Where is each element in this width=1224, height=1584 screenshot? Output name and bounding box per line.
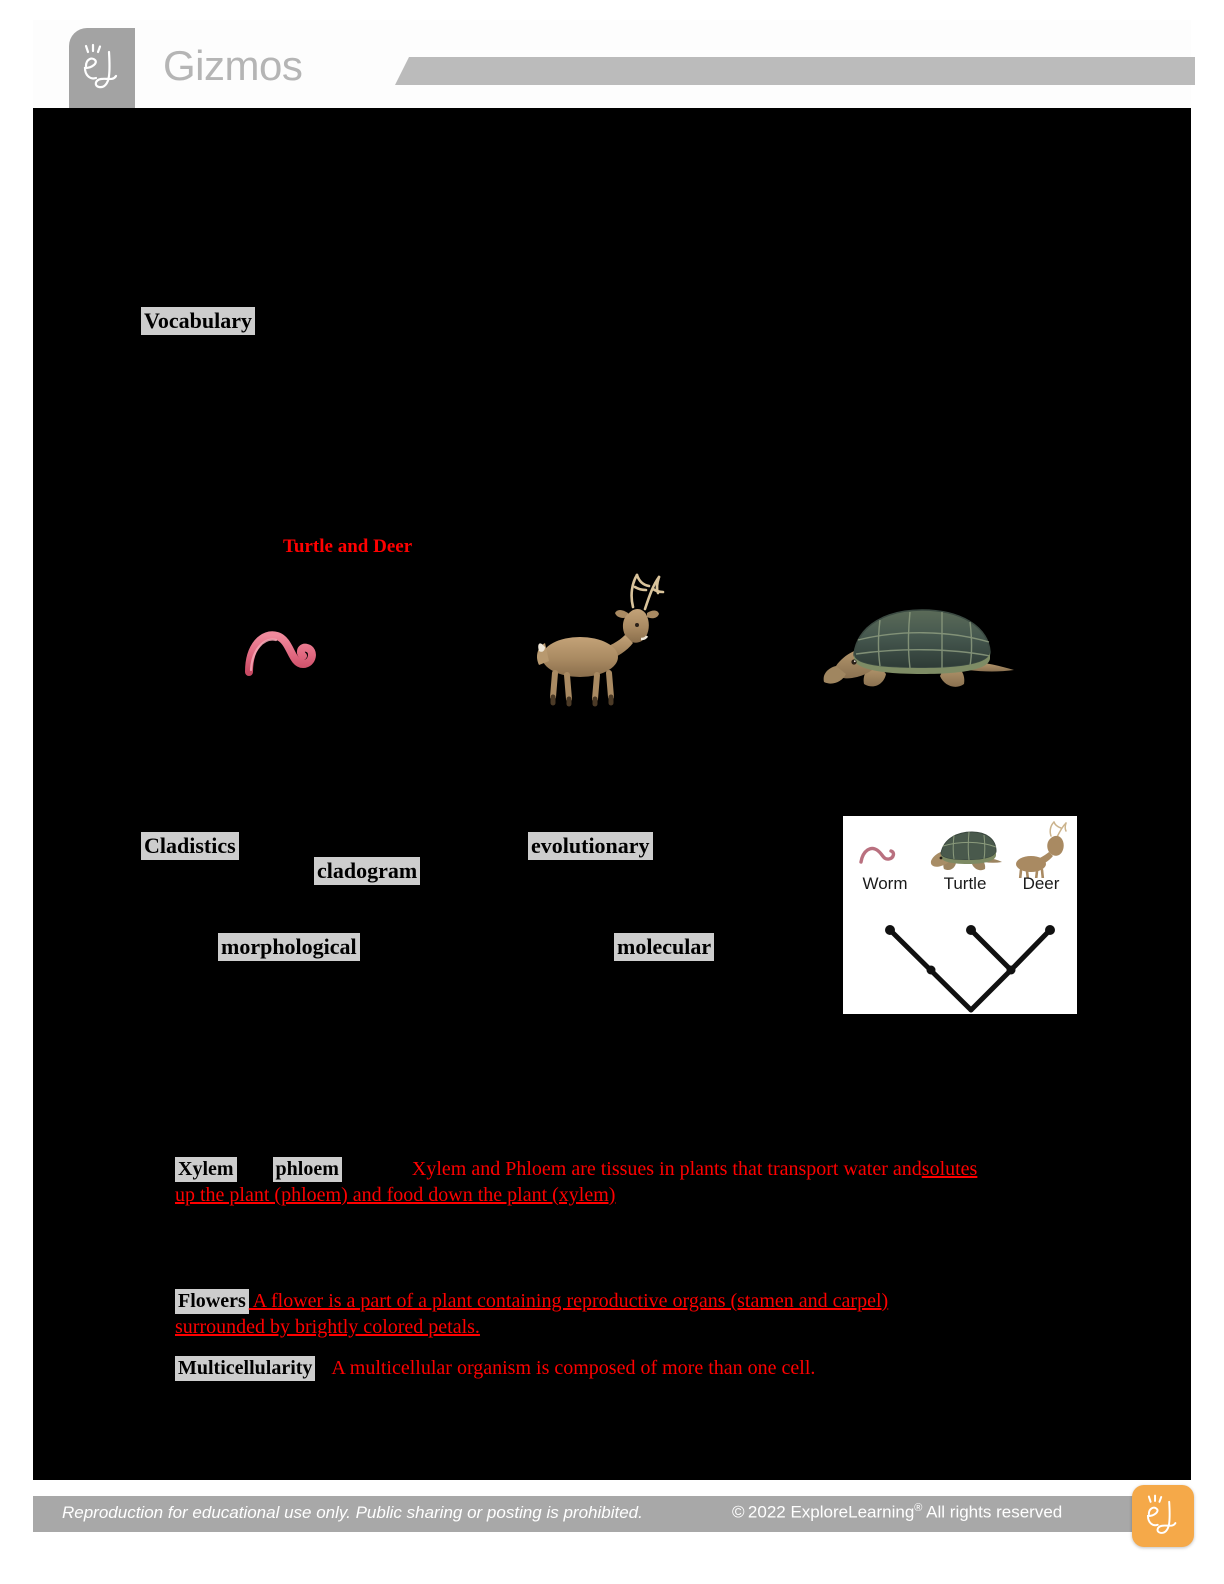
definition-answer-xylem-underline-1: solutes — [921, 1158, 978, 1180]
page-header: Gizmos — [33, 20, 1195, 110]
cladogram-turtle-icon — [930, 831, 1002, 871]
definition-flowers: Flowers A flower is a part of a plant co… — [175, 1288, 1065, 1340]
term-morphological-label: morphological — [218, 933, 360, 961]
deer-image — [525, 565, 680, 710]
definition-xylem-phloem: Xylem phloem Xylem and Phloem are tissues … — [175, 1156, 1065, 1208]
definition-term-phloem: phloem — [272, 1157, 342, 1182]
cladogram-worm-icon — [859, 846, 896, 864]
definition-answer-xylem-underline-2: up the plant (phloem) and food down the … — [175, 1184, 616, 1206]
cladogram-deer-icon — [1016, 821, 1067, 878]
turtle-image — [818, 600, 1023, 700]
cladogram-figure: Worm Turtle Deer — [843, 816, 1077, 1014]
explorelearning-logo-badge — [1132, 1485, 1194, 1547]
vocabulary-heading-label: Vocabulary — [141, 307, 255, 335]
cladogram-tree — [885, 925, 1055, 1013]
footer-copyright-text: © 2022 ExploreLearning — [732, 1502, 915, 1522]
definition-answer-multicellularity: A multicellular organism is composed of … — [331, 1357, 816, 1379]
term-molecular-label: molecular — [614, 933, 715, 961]
cladogram-label-turtle: Turtle — [943, 874, 987, 893]
term-cladistics: Cladistics — [141, 832, 239, 860]
definition-answer-flowers-underline-2: surrounded by brightly colored petals. — [175, 1316, 480, 1338]
definition-answer-flowers-underline-1: A flower is a part of a plant containing… — [248, 1290, 889, 1312]
footer-rights-text: All rights reserved — [922, 1502, 1063, 1522]
definition-term-multicellularity: Multicellularity — [175, 1356, 316, 1381]
el-script-logo-icon — [1146, 1494, 1177, 1534]
worm-image — [243, 620, 343, 680]
footer-stripe — [33, 1496, 1153, 1532]
gizmos-logo-badge — [69, 28, 135, 108]
prior-knowledge-answer: Turtle and Deer — [283, 536, 413, 557]
term-molecular: molecular — [614, 933, 715, 961]
document-body — [33, 108, 1191, 1480]
term-morphological: morphological — [218, 933, 360, 961]
term-cladogram: cladogram — [314, 857, 421, 885]
definition-multicellularity: Multicellularity A multicellular organism… — [175, 1355, 1065, 1381]
definition-term-xylem: Xylem — [175, 1157, 237, 1182]
brand-title: Gizmos — [163, 42, 303, 89]
header-stripe — [395, 57, 1195, 85]
definition-answer-xylem-plain: Xylem and Phloem are tissues in plants t… — [411, 1158, 922, 1180]
el-script-logo-icon — [83, 43, 118, 89]
term-cladogram-label: cladogram — [314, 857, 421, 885]
registered-mark-icon: ® — [914, 1502, 923, 1514]
vocabulary-heading: Vocabulary — [141, 307, 255, 335]
cladogram-label-deer: Deer — [1022, 874, 1060, 893]
footer-reproduction-notice: Reproduction for educational use only. P… — [62, 1503, 643, 1522]
term-evolutionary: evolutionary — [528, 832, 653, 860]
definition-term-flowers: Flowers — [175, 1289, 249, 1314]
cladogram-label-worm: Worm — [862, 874, 908, 893]
footer-copyright: © 2022 ExploreLearning® All rights reser… — [732, 1502, 1062, 1523]
term-cladistics-label: Cladistics — [141, 832, 239, 860]
term-evolutionary-label: evolutionary — [528, 832, 653, 860]
